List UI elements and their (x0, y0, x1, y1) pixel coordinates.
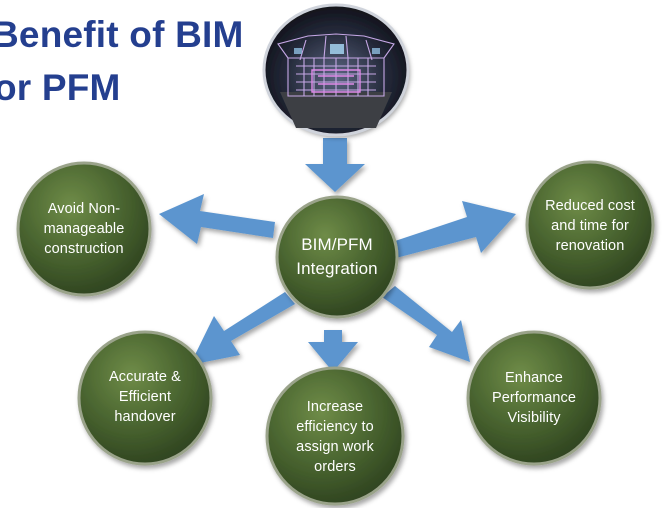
node-center-circle (275, 195, 399, 319)
arrow-top-down (305, 138, 365, 192)
node-avoid-circle (16, 161, 152, 297)
node-increase-label: Increase efficiency to assign work order… (283, 395, 387, 479)
bim-3d-model-icon (262, 3, 410, 137)
arrow-to-reduced (392, 201, 516, 258)
arrow-to-avoid (159, 194, 275, 244)
node-accurate-label: Accurate & Efficient handover (95, 362, 195, 432)
node-enhance-text: Enhance Performance Visibility (491, 370, 577, 426)
arrow-to-increase (308, 330, 358, 372)
node-enhance-label: Enhance Performance Visibility (485, 366, 583, 430)
center-node-label: BIM/PFM Integration (285, 221, 389, 293)
nodes (16, 160, 655, 506)
arrow-to-enhance (382, 286, 470, 362)
node-avoid-label: Avoid Non-manageable construction (28, 195, 140, 263)
node-avoid-text: Avoid Non-manageable construction (43, 201, 125, 257)
node-accurate-text: Accurate & Efficient handover (109, 369, 181, 425)
node-reduced-label: Reduced cost and time for renovation (537, 195, 643, 257)
arrow-to-accurate (190, 292, 295, 365)
node-increase-circle (265, 366, 405, 506)
page-title-line-1: Benefit of BIM (0, 14, 244, 55)
node-enhance-circle (466, 330, 602, 466)
page-title-line-2: or PFM (0, 67, 121, 108)
center-node-text: BIM/PFM Integration (296, 235, 378, 278)
node-accurate-circle (77, 330, 213, 466)
arrows (159, 138, 516, 372)
node-reduced-circle (525, 160, 655, 290)
node-reduced-text: Reduced cost and time for renovation (545, 198, 635, 254)
node-increase-text: Increase efficiency to assign work order… (296, 399, 374, 475)
